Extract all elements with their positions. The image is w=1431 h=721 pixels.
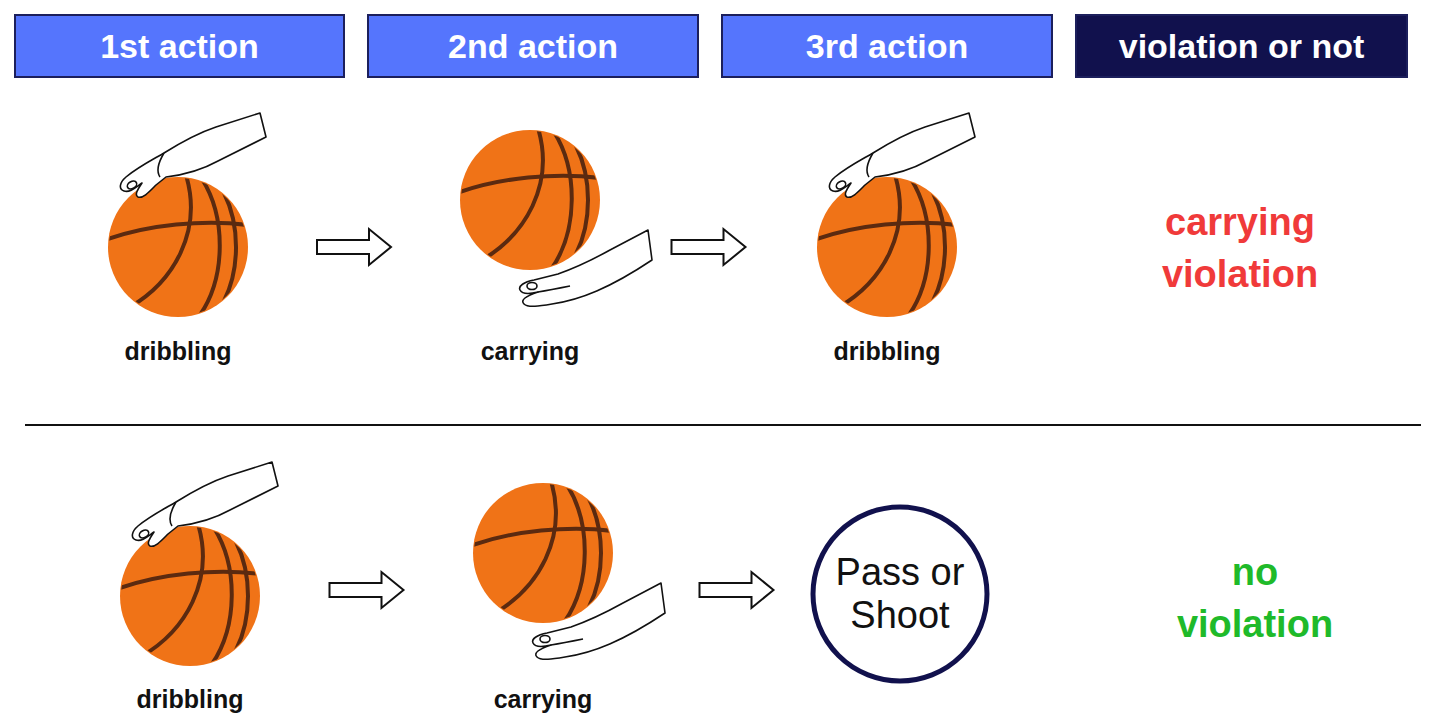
verdict-label: carrying violation — [1130, 196, 1350, 301]
basketball — [120, 524, 260, 666]
column-header: 1st action — [14, 14, 345, 78]
flow-arrow — [330, 572, 404, 608]
header-text: 3rd action — [806, 27, 968, 66]
basketball — [460, 128, 600, 270]
flow-arrow — [672, 229, 746, 265]
basketball — [108, 175, 248, 317]
action-caption: dribbling — [137, 684, 244, 714]
outcome-circle: Pass or Shoot — [810, 504, 990, 684]
hand-on-top — [132, 462, 278, 546]
action-caption: dribbling — [125, 336, 232, 366]
hand-on-top — [829, 113, 975, 197]
hand-underneath — [520, 230, 652, 306]
column-header: violation or not — [1075, 14, 1408, 78]
action-illustration: dribbling — [58, 110, 298, 370]
action-illustration: dribbling — [767, 110, 1007, 370]
row-divider — [25, 424, 1421, 426]
action-caption: carrying — [494, 684, 593, 714]
flow-arrow — [317, 229, 391, 265]
action-caption: carrying — [481, 336, 580, 366]
basketball — [473, 481, 613, 623]
column-header: 2nd action — [367, 14, 699, 78]
action-illustration: carrying — [423, 460, 663, 718]
header-text: 2nd action — [448, 27, 618, 66]
verdict-label: no violation — [1155, 546, 1355, 651]
action-illustration: carrying — [410, 110, 650, 370]
column-header: 3rd action — [721, 14, 1053, 78]
action-caption: dribbling — [834, 336, 941, 366]
action-illustration: dribbling — [70, 460, 310, 718]
circle-shape — [813, 507, 987, 681]
outcome-text: Pass or Shoot — [825, 551, 975, 636]
basketball — [817, 175, 957, 317]
hand-underneath — [533, 583, 665, 659]
flow-arrow — [700, 572, 774, 608]
hand-on-top — [120, 113, 266, 197]
header-text: violation or not — [1119, 27, 1365, 66]
header-text: 1st action — [100, 27, 259, 66]
